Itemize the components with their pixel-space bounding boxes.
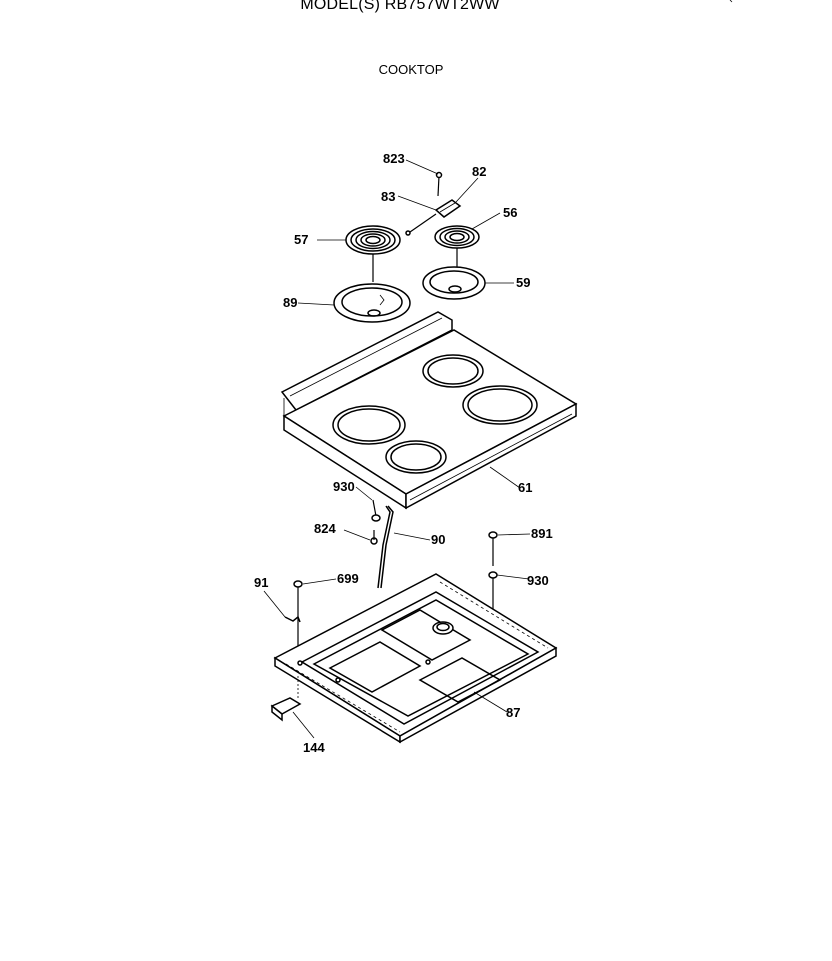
callout-891: 891	[531, 526, 553, 541]
part-56-small-surface-unit	[434, 225, 480, 268]
part-59-small-drip-pan	[422, 266, 486, 300]
part-823-screw	[435, 171, 443, 197]
part-83-bracket	[405, 213, 437, 236]
callout-89: 89	[283, 295, 297, 310]
part-930-clip-upper	[371, 499, 381, 522]
part-891-screw	[488, 531, 498, 566]
part-89-large-drip-pan	[333, 283, 411, 323]
callout-82: 82	[472, 164, 486, 179]
part-90-support-rod	[377, 505, 394, 589]
part-91-spring	[284, 615, 301, 623]
part-930-clip-lower	[488, 571, 498, 612]
callout-91: 91	[254, 575, 268, 590]
callout-824: 824	[314, 521, 336, 536]
callout-83: 83	[381, 189, 395, 204]
part-87-burner-box	[273, 573, 558, 744]
part-144-bracket	[270, 676, 302, 722]
callout-87: 87	[506, 705, 520, 720]
callout-823: 823	[383, 151, 405, 166]
leader-lines	[263, 159, 531, 739]
callout-930-upper: 930	[333, 479, 355, 494]
part-61-cooktop	[280, 311, 578, 510]
callout-56: 56	[503, 205, 517, 220]
callout-699: 699	[337, 571, 359, 586]
part-82-terminal-block	[434, 199, 462, 218]
section-title: COOKTOP	[378, 62, 444, 77]
callout-61: 61	[518, 480, 532, 495]
part-57-large-surface-unit	[345, 225, 401, 282]
callout-90: 90	[431, 532, 445, 547]
corner-mark	[729, 0, 733, 3]
callout-57: 57	[294, 232, 308, 247]
part-824-screw	[370, 530, 378, 545]
callout-144: 144	[303, 740, 325, 755]
callout-930-lower: 930	[527, 573, 549, 588]
callout-59: 59	[516, 275, 530, 290]
model-title: MODEL(S) RB757WT2WW	[300, 0, 500, 13]
